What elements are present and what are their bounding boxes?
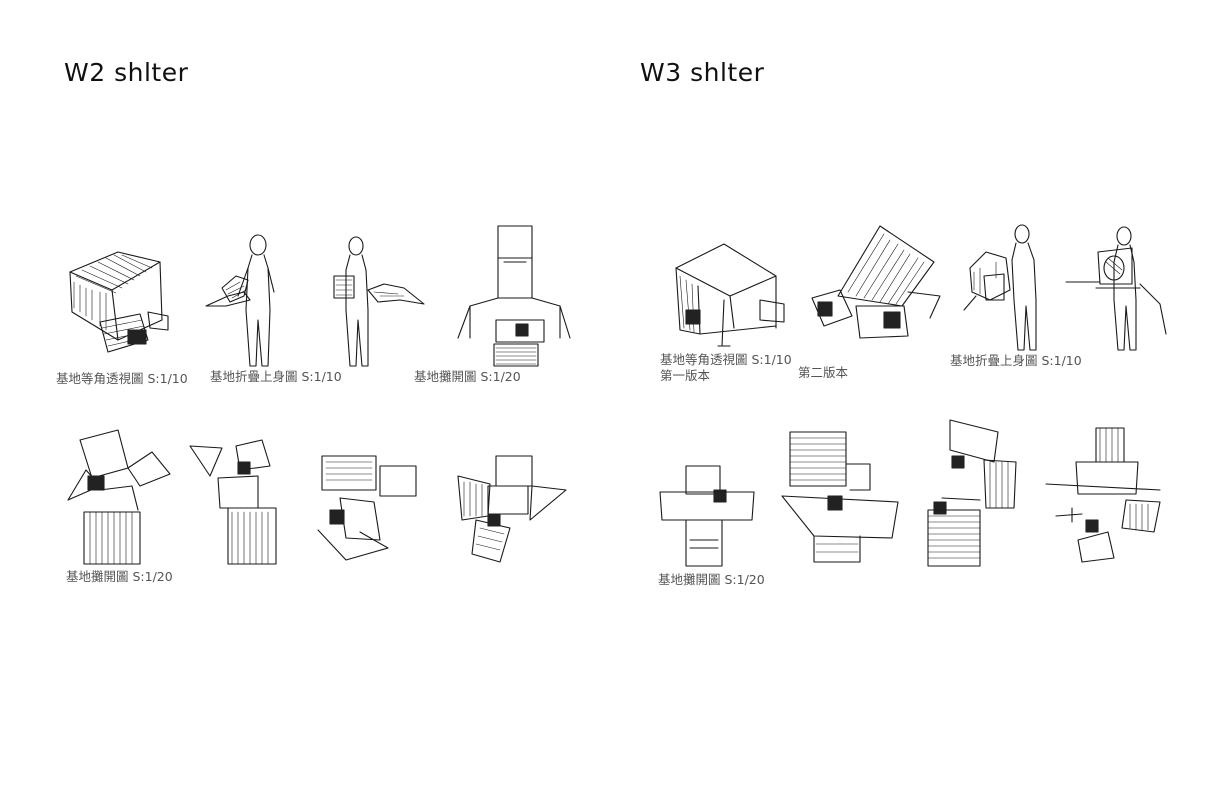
w3-plan-1-sketch	[659, 465, 755, 567]
w3-caption-unfold: 基地攤開圖 S:1/20	[658, 572, 765, 587]
w2-plan-3-sketch	[317, 455, 417, 561]
w3-plan-4-sketch	[1045, 427, 1161, 563]
w3-caption-v1: 第一版本	[660, 368, 711, 383]
w3-caption-iso: 基地等角透視圖 S:1/10	[660, 352, 792, 367]
w3-caption-worn: 基地折疊上身圖 S:1/10	[950, 353, 1082, 368]
w2-caption-iso: 基地等角透視圖 S:1/10	[56, 371, 188, 386]
w2-plan-4-sketch	[457, 455, 567, 563]
w2-title: W2 shlter	[64, 58, 189, 87]
w3-title: W3 shlter	[640, 58, 765, 87]
w2-plan-2-sketch	[189, 439, 277, 565]
w2-caption-worn: 基地折疊上身圖 S:1/10	[210, 369, 342, 384]
w2-iso-shelter-sketch	[69, 251, 169, 353]
w3-caption-v2: 第二版本	[798, 365, 849, 380]
w2-unfolded-elevation-sketch	[457, 225, 571, 367]
w3-plan-2-sketch	[781, 431, 899, 563]
w3-worn-figure-1-sketch	[963, 224, 1037, 351]
w2-worn-figure-2-sketch	[333, 236, 425, 367]
w3-worn-figure-2-sketch	[1065, 226, 1167, 351]
w2-plan-1-sketch	[67, 429, 171, 565]
w2-caption-unfold-2: 基地攤開圖 S:1/20	[66, 569, 173, 584]
w2-worn-figure-1-sketch	[205, 234, 275, 367]
w2-caption-unfold: 基地攤開圖 S:1/20	[414, 369, 521, 384]
w3-plan-3-sketch	[927, 419, 1017, 567]
w3-iso-v1-sketch	[675, 243, 785, 347]
w3-iso-v2-sketch	[811, 225, 941, 339]
